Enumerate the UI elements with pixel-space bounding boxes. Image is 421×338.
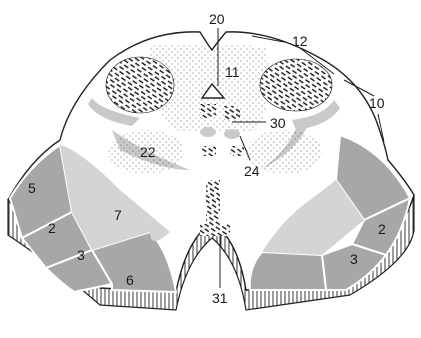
nucleus-30-right <box>224 106 240 120</box>
nucleus-left <box>106 57 174 113</box>
region-basal-right <box>250 252 326 290</box>
grey-oval-left <box>200 127 216 137</box>
label-12: 12 <box>292 33 308 49</box>
label-20: 20 <box>209 11 225 27</box>
label-10: 10 <box>369 95 385 111</box>
label-2-left: 2 <box>48 220 56 236</box>
label-3-right: 3 <box>350 251 358 267</box>
label-3-left: 3 <box>77 247 85 263</box>
grey-oval-right <box>224 129 240 139</box>
nucleus-right <box>260 59 332 111</box>
label-22: 22 <box>140 144 156 160</box>
raphe-column <box>206 180 220 224</box>
nucleus-31 <box>200 224 230 236</box>
nucleus-24-left <box>202 146 216 156</box>
label-6: 6 <box>126 272 134 288</box>
nucleus-24-right <box>230 146 244 156</box>
nucleus-30-left <box>200 104 216 118</box>
label-11: 11 <box>225 64 240 80</box>
label-31: 31 <box>212 290 228 306</box>
label-30: 30 <box>270 115 286 131</box>
label-7: 7 <box>114 207 122 223</box>
label-5: 5 <box>28 180 36 196</box>
label-24: 24 <box>244 163 260 179</box>
label-2-right: 2 <box>378 221 386 237</box>
